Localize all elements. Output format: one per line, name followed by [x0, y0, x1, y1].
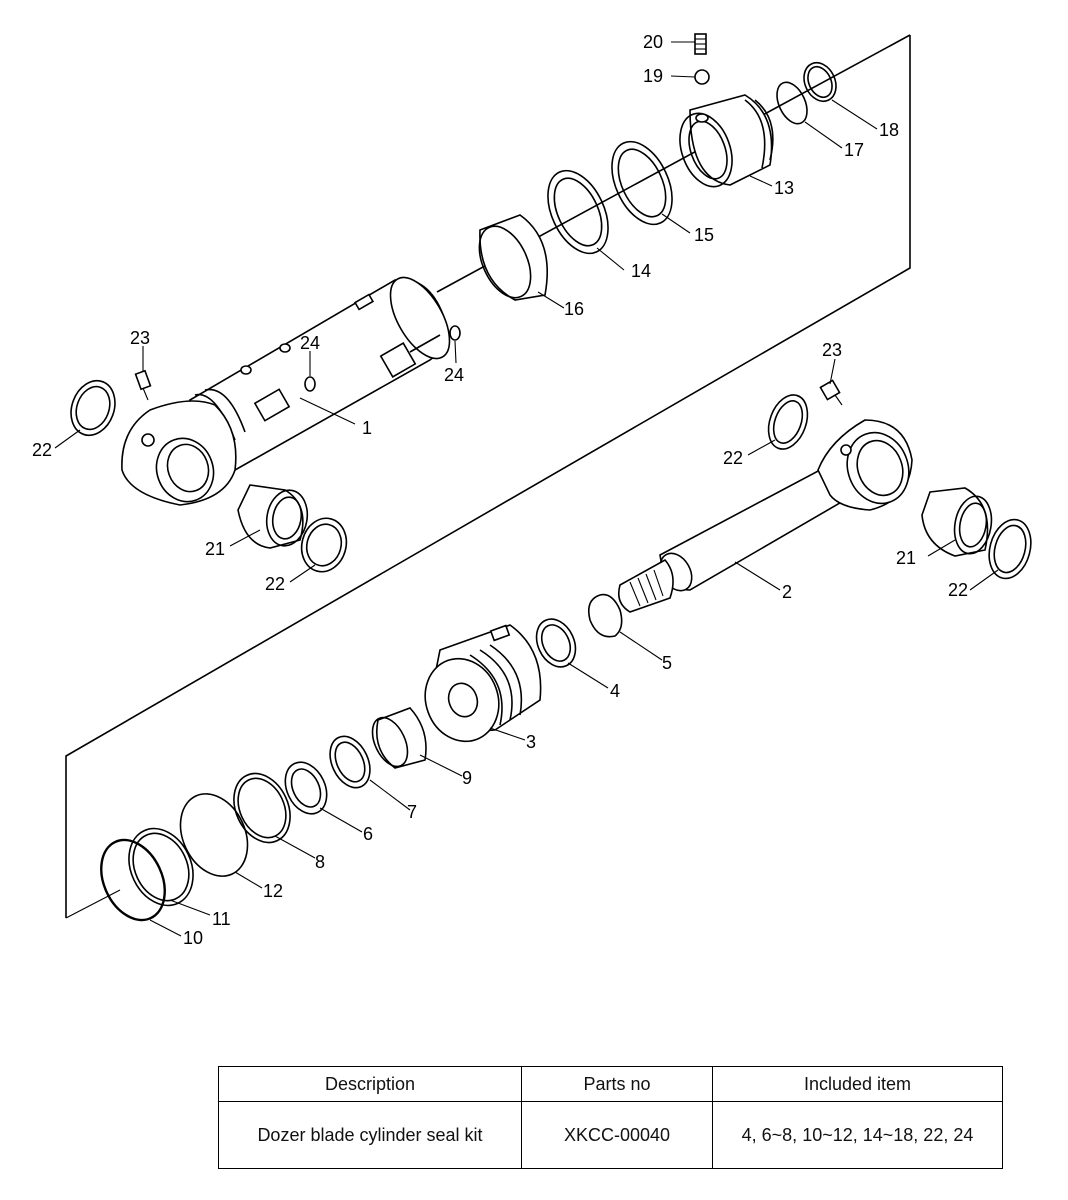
- callout-1: 1: [362, 418, 372, 438]
- callout-24b: 24: [444, 365, 464, 385]
- o-ring-24a: [304, 376, 316, 392]
- callout-22b: 22: [265, 574, 285, 594]
- table-row: Dozer blade cylinder seal kit XKCC-00040…: [218, 1101, 1003, 1169]
- cell-description: Dozer blade cylinder seal kit: [218, 1101, 522, 1169]
- callout-20: 20: [643, 32, 663, 52]
- callout-23b: 23: [822, 340, 842, 360]
- ring-15: [611, 140, 673, 226]
- cylinder-tube: [121, 276, 451, 506]
- callout-4: 4: [610, 681, 620, 701]
- ring-4: [535, 618, 577, 668]
- dust-seal-22b: [300, 517, 348, 573]
- callout-13: 13: [774, 178, 794, 198]
- assembly-frame: [65, 35, 911, 918]
- callout-8: 8: [315, 852, 325, 872]
- dust-seal-22a: [70, 379, 116, 437]
- callout-6: 6: [363, 824, 373, 844]
- ring-14: [547, 169, 609, 255]
- bushing-21b: [921, 487, 993, 557]
- dust-seal-22c: [767, 394, 809, 450]
- cell-parts-no: XKCC-00040: [521, 1101, 713, 1169]
- callout-19: 19: [643, 66, 663, 86]
- ring-8: [233, 772, 291, 844]
- header-included-item: Included item: [712, 1066, 1003, 1102]
- piston-rod: [617, 419, 913, 613]
- snap-ring-5: [587, 593, 623, 638]
- callout-22a: 22: [32, 440, 52, 460]
- bushing-16: [478, 214, 548, 301]
- cell-included-item: 4, 6~8, 10~12, 14~18, 22, 24: [712, 1101, 1003, 1169]
- callout-16: 16: [564, 299, 584, 319]
- bushing-9: [371, 707, 427, 769]
- callout-18: 18: [879, 120, 899, 140]
- o-ring-17: [776, 81, 808, 125]
- callout-17: 17: [844, 140, 864, 160]
- callout-7: 7: [407, 802, 417, 822]
- header-parts-no: Parts no: [521, 1066, 713, 1102]
- o-ring-12: [179, 793, 249, 877]
- callout-labels: 1 2 3 4 5 6 7 8 9 10 11 12 13 14 15 16 1…: [32, 32, 968, 948]
- callout-12: 12: [263, 881, 283, 901]
- callout-24a: 24: [300, 333, 320, 353]
- set-screw-20: [694, 33, 707, 55]
- callout-3: 3: [526, 732, 536, 752]
- callout-23a: 23: [130, 328, 150, 348]
- callout-10: 10: [183, 928, 203, 948]
- o-ring-24b: [449, 325, 461, 341]
- callout-14: 14: [631, 261, 651, 281]
- header-description: Description: [218, 1066, 522, 1102]
- steel-ball-19: [694, 69, 710, 85]
- exploded-parts-diagram: 1 2 3 4 5 6 7 8 9 10 11 12 13 14 15 16 1…: [32, 32, 1032, 948]
- grease-nipple-tube: [134, 369, 152, 401]
- grease-nipple-rod: [819, 379, 843, 406]
- callout-2: 2: [782, 582, 792, 602]
- callout-9: 9: [462, 768, 472, 788]
- o-ring-10: [100, 838, 166, 922]
- rod-cover-13: [679, 94, 774, 188]
- seal-kit-table: Description Parts no Included item Dozer…: [218, 1066, 1003, 1169]
- callout-21a: 21: [205, 539, 225, 559]
- piston-3: [424, 624, 542, 743]
- callout-22c: 22: [723, 448, 743, 468]
- callout-21b: 21: [896, 548, 916, 568]
- callout-11: 11: [212, 909, 231, 929]
- callout-15: 15: [694, 225, 714, 245]
- ring-7: [329, 735, 371, 789]
- leader-lines: [54, 41, 999, 937]
- dust-seal-22d: [988, 518, 1032, 580]
- ring-6: [284, 761, 328, 815]
- callout-5: 5: [662, 653, 672, 673]
- backup-ring-18: [803, 61, 837, 103]
- table-header-row: Description Parts no Included item: [218, 1066, 1003, 1102]
- bushing-21a: [237, 484, 309, 549]
- ring-11: [128, 827, 194, 907]
- callout-22d: 22: [948, 580, 968, 600]
